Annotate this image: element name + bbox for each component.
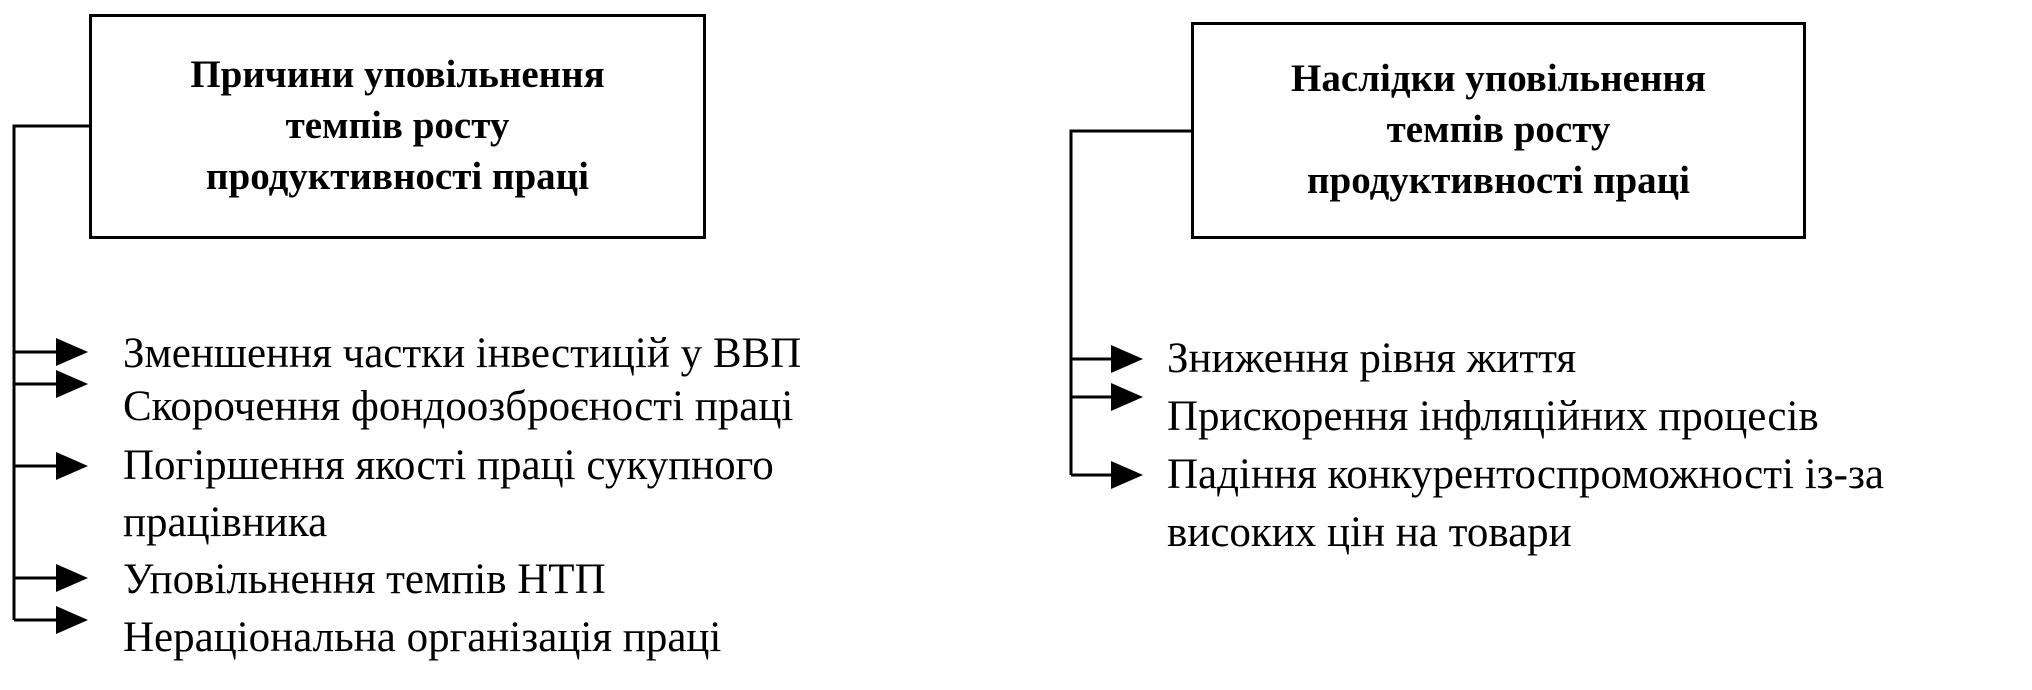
cause-item-capital-ratio: Скорочення фондоозброєності праці xyxy=(123,383,794,430)
effects-arrow-2-icon xyxy=(1111,383,1143,411)
causes-arrow-5-icon xyxy=(56,606,88,634)
causes-title: Причини уповільнення темпів росту продук… xyxy=(190,53,605,198)
cause-item-labor-quality-cont: працівника xyxy=(123,499,328,546)
cause-item-investment-share: Зменшення частки інвестицій у ВВП xyxy=(123,330,802,377)
effects-arrow-1-icon xyxy=(1111,345,1143,373)
causes-arrow-3-icon xyxy=(56,452,88,480)
cause-item-ntp-slowdown: Уповільнення темпів НТП xyxy=(123,556,606,603)
effect-item-competitiveness: Падіння конкурентоспроможності із-за xyxy=(1167,451,1885,498)
causes-title-box: Причини уповільнення темпів росту продук… xyxy=(89,14,706,239)
effects-title: Наслідки уповільнення темпів росту проду… xyxy=(1290,57,1706,202)
causes-bracket-line xyxy=(12,124,89,620)
causes-arrow-1-icon xyxy=(56,338,88,366)
causes-arrow-2-icon xyxy=(56,370,88,398)
cause-item-labor-quality: Погіршення якості праці сукупного xyxy=(123,442,774,489)
causes-arrow-4-icon xyxy=(56,564,88,592)
effect-item-competitiveness-cont: високих цін на товари xyxy=(1167,509,1572,556)
effect-item-living-standard: Зниження рівня життя xyxy=(1167,335,1577,382)
effects-title-box: Наслідки уповільнення темпів росту проду… xyxy=(1191,22,1806,239)
effect-item-inflation: Прискорення інфляційних процесів xyxy=(1167,393,1819,440)
cause-item-irrational-organization: Нераціональна організація праці xyxy=(123,614,722,661)
effects-arrow-3-icon xyxy=(1111,461,1143,489)
